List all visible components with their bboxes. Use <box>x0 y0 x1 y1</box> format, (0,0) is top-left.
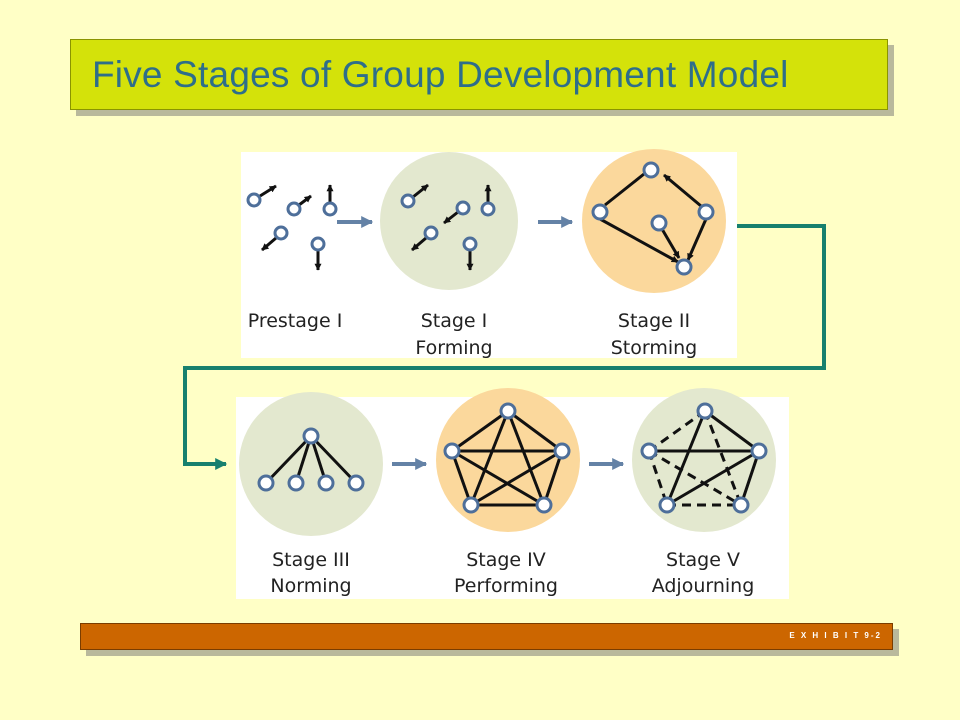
forming-label-1: Stage I <box>421 310 488 332</box>
performing-circle <box>436 388 580 532</box>
adjourning-nodes <box>640 402 768 514</box>
forming-circle <box>380 152 518 290</box>
performing-nodes <box>443 402 571 514</box>
performing-label-1: Stage IV <box>466 549 546 571</box>
storming-arrows <box>599 172 708 264</box>
prestage-graphic <box>259 184 334 271</box>
norming-label-2: Norming <box>270 575 351 597</box>
prestage-nodes <box>246 192 338 252</box>
connector-line <box>183 224 826 470</box>
page-title: Five Stages of Group Development Model <box>92 53 789 95</box>
storming-label-2: Storming <box>611 337 698 359</box>
prestage-label: Prestage I <box>248 310 343 332</box>
norming-label-1: Stage III <box>272 549 350 571</box>
norming-nodes <box>257 427 365 492</box>
norming-circle <box>239 392 383 536</box>
exhibit-bar: E X H I B I T 9-2 <box>80 623 893 650</box>
performing-label-2: Performing <box>454 575 558 597</box>
storming-label-1: Stage II <box>618 310 690 332</box>
title-bar: Five Stages of Group Development Model <box>70 39 888 110</box>
forming-label-2: Forming <box>415 337 492 359</box>
adjourning-label-1: Stage V <box>666 549 740 571</box>
adjourning-solid-lines <box>649 409 761 507</box>
adjourning-dashed-lines <box>647 409 743 507</box>
performing-lines <box>450 409 564 507</box>
adjourning-circle <box>632 388 776 532</box>
forming-nodes <box>400 193 496 252</box>
exhibit-label: E X H I B I T 9-2 <box>789 631 882 640</box>
forming-arrows <box>411 183 492 271</box>
adjourning-label-2: Adjourning <box>652 575 755 597</box>
storming-nodes <box>591 161 715 276</box>
